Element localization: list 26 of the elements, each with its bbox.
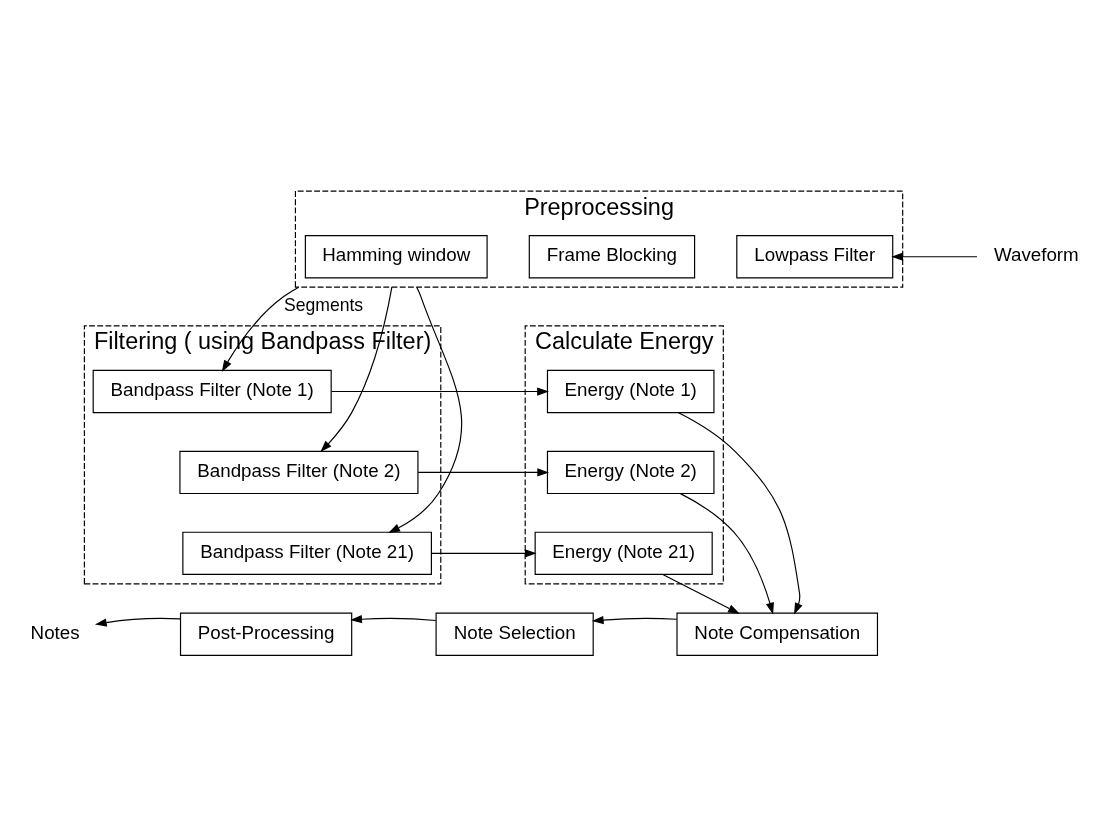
arrow <box>591 615 678 624</box>
node-box: Hamming window <box>304 234 488 278</box>
arrow <box>679 492 774 614</box>
arrow <box>330 386 549 396</box>
node-box: Note Selection <box>435 612 594 656</box>
node-box: Bandpass Filter (Note 21) <box>182 531 432 575</box>
node-box: Energy (Note 21) <box>534 531 713 575</box>
node-box: Lowpass Filter <box>736 234 894 278</box>
arrow <box>677 411 803 615</box>
node-text: Notes <box>30 621 80 643</box>
arrow <box>320 286 393 452</box>
arrow <box>431 548 537 557</box>
arrow <box>417 467 550 477</box>
arrow <box>388 286 463 533</box>
node-box: Bandpass Filter (Note 1) <box>92 369 332 413</box>
arrow <box>891 252 978 261</box>
node-box: Frame Blocking <box>528 234 696 278</box>
node-box: Bandpass Filter (Note 2) <box>179 450 419 494</box>
arrow <box>350 614 437 623</box>
node-box: Energy (Note 2) <box>546 450 715 494</box>
node-text: Waveform <box>993 243 1079 265</box>
node-box: Post-Processing <box>179 612 353 656</box>
node-box: Note Compensation <box>676 612 879 656</box>
arrow <box>94 617 181 627</box>
node-box: Energy (Note 1) <box>546 369 715 413</box>
edge-label: Segments <box>283 294 364 315</box>
